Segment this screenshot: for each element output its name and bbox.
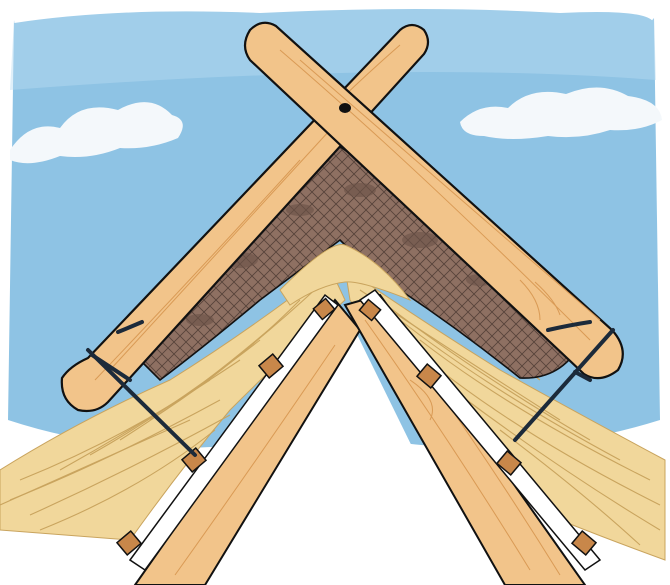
ridge-peg-hole — [339, 103, 351, 113]
